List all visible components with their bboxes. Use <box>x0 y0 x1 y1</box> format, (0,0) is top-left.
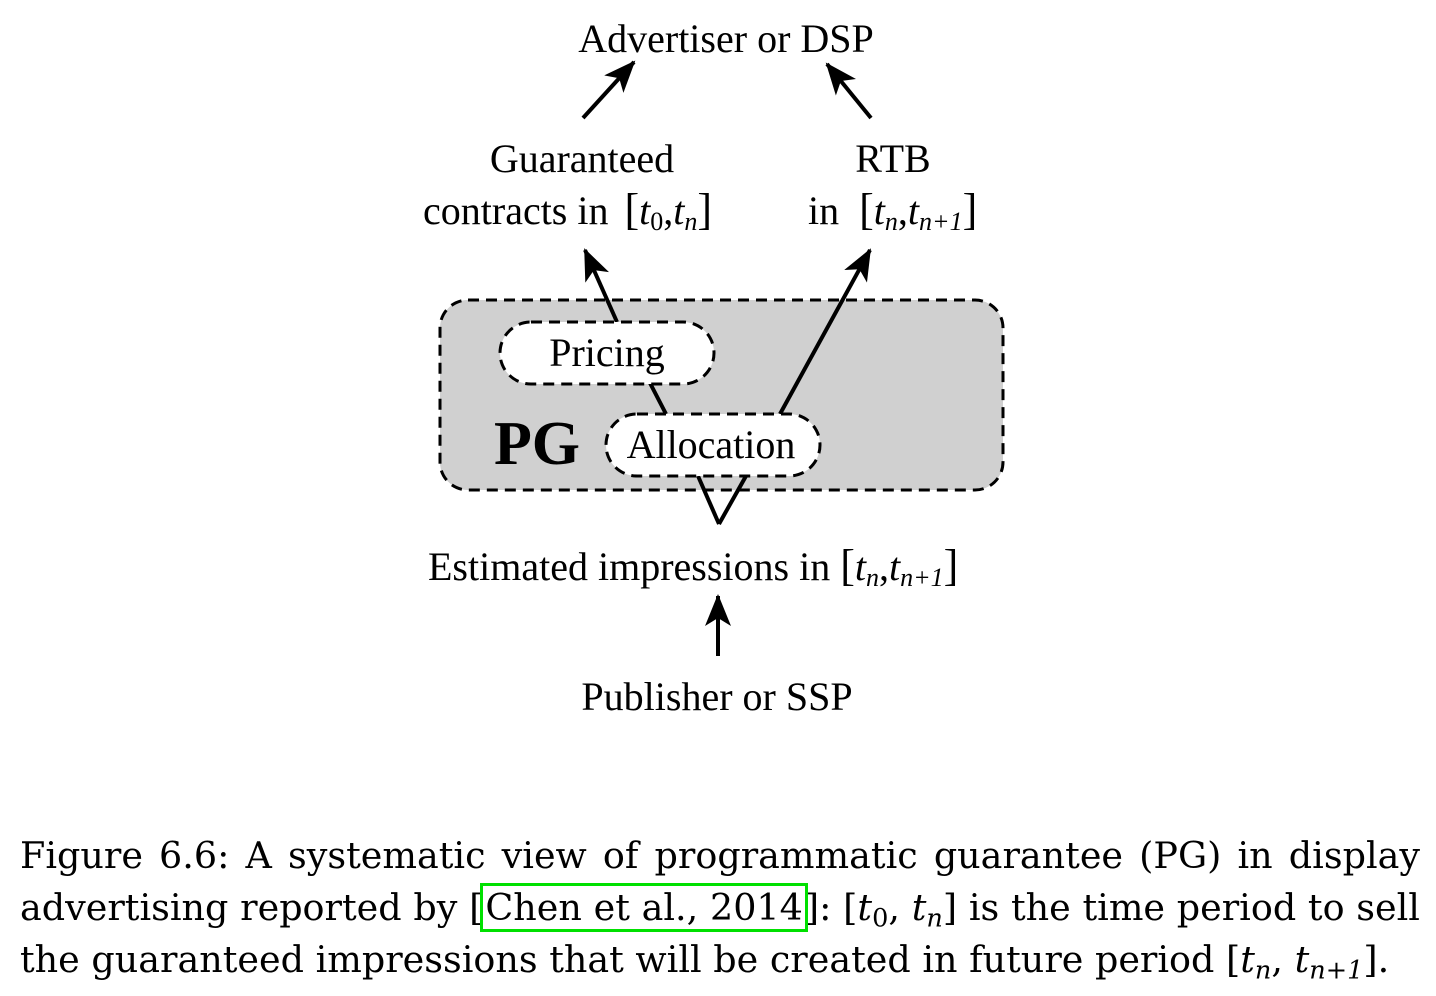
caption-text-2: : <box>819 886 844 929</box>
pg-label: PG <box>494 410 580 478</box>
bracket-open: [ <box>840 541 855 590</box>
cite-bracket-open: [ <box>469 886 484 929</box>
math-t: t <box>1294 938 1310 981</box>
math-sub-n1: n+1 <box>900 563 944 592</box>
math-sub-n: n <box>684 207 697 236</box>
math-comma: , <box>888 886 900 929</box>
math-sub-n: n <box>885 207 898 236</box>
allocation-label: Allocation <box>627 422 796 467</box>
bracket-close: ] <box>1363 938 1378 981</box>
caption-text-4: . <box>1377 938 1390 981</box>
math-sub-0: 0 <box>650 207 663 236</box>
math-comma: , <box>879 544 889 589</box>
caption-text-1: A systematic view of programmatic guaran… <box>20 834 1420 929</box>
math-sub-n: n <box>926 903 943 934</box>
math-t: t <box>874 188 886 233</box>
allocation-to-estimated-left <box>696 475 721 525</box>
pricing-allocation-link <box>648 382 668 415</box>
bracket-open: [ <box>1226 938 1241 981</box>
guaranteed-line2: contracts in [t0,tn] <box>423 185 712 236</box>
rtb-line1: RTB <box>855 136 930 181</box>
math-t: t <box>1240 938 1255 981</box>
arrow-allocation-to-rtb <box>778 248 872 415</box>
estimated-impressions-label: Estimated impressions in [tn,tn+1] <box>428 541 958 592</box>
arrow-pricing-to-guaranteed <box>583 248 619 323</box>
math-comma: , <box>898 188 908 233</box>
cite-bracket-close: ] <box>804 886 820 929</box>
math-t: t <box>857 886 873 929</box>
math-comma: , <box>663 188 673 233</box>
guaranteed-prefix: contracts in <box>423 188 619 233</box>
bracket-close: ] <box>697 185 712 234</box>
math-t: t <box>908 188 920 233</box>
bracket-close: ] <box>942 886 958 929</box>
citation-link[interactable]: Chen et al., 2014 <box>480 883 808 932</box>
advertiser-dsp-label: Advertiser or DSP <box>578 16 874 61</box>
estimated-prefix: Estimated impressions in <box>428 544 840 589</box>
math-interval-tn-tn1: [tn, tn+1] <box>1226 938 1378 983</box>
arrow-rtb-to-advertiser <box>825 62 873 120</box>
math-t: t <box>673 188 685 233</box>
pg-diagram: Pricing Allocation PG Advertiser or DSP … <box>423 16 1005 719</box>
math-t: t <box>889 544 901 589</box>
math-interval-t0-tn: [t0, tn] <box>843 886 958 931</box>
math-t: t <box>911 886 927 929</box>
arrow-guaranteed-to-advertiser <box>581 60 636 120</box>
figure-caption: Figure 6.6: A systematic view of program… <box>20 830 1420 986</box>
pricing-label: Pricing <box>549 330 665 375</box>
bracket-open: [ <box>859 185 874 234</box>
publisher-ssp-label: Publisher or SSP <box>581 674 852 719</box>
math-sub-n1: n+1 <box>1309 955 1364 986</box>
bracket-open: [ <box>843 886 858 929</box>
math-sub-n: n <box>866 563 879 592</box>
bracket-close: ] <box>963 185 978 234</box>
math-t: t <box>855 544 867 589</box>
guaranteed-line1: Guaranteed <box>490 136 674 181</box>
math-comma: , <box>1271 938 1283 981</box>
figure-label: Figure 6.6: <box>20 834 230 877</box>
bracket-close: ] <box>944 541 959 590</box>
rtb-prefix: in <box>808 188 849 233</box>
caption-text-3: is the time period to sell the guarantee… <box>20 886 1420 981</box>
math-t: t <box>639 188 651 233</box>
math-sub-0: 0 <box>872 903 889 934</box>
math-sub-n: n <box>1254 955 1272 986</box>
bracket-open: [ <box>625 185 640 234</box>
allocation-to-estimated-right <box>717 475 748 525</box>
allocation-node <box>604 412 822 478</box>
rtb-line2: in [tn,tn+1] <box>808 185 977 236</box>
math-sub-n1: n+1 <box>919 207 963 236</box>
pricing-node <box>498 320 716 386</box>
